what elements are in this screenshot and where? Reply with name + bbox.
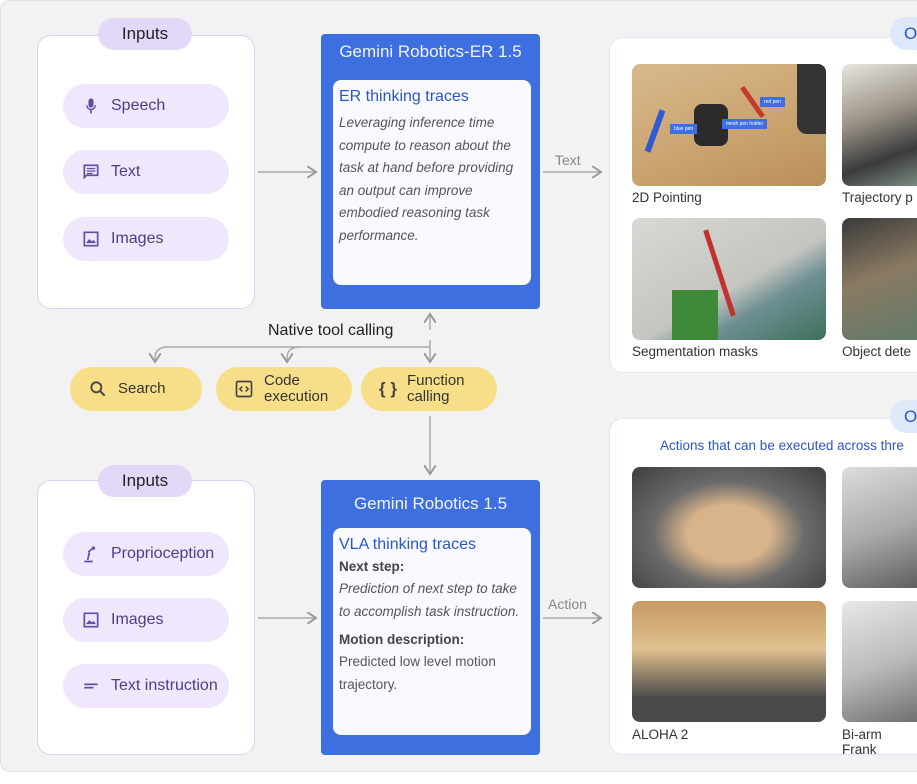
microphone-icon xyxy=(86,98,96,114)
native-tool-calling-label: Native tool calling xyxy=(268,322,394,339)
next-step-text: Prediction of next step to take to accom… xyxy=(339,581,520,619)
vla-model-title: Gemini Robotics 1.5 xyxy=(353,494,508,513)
vla-trace-title: VLA thinking traces xyxy=(339,536,476,553)
input-images-label: Images xyxy=(111,230,164,247)
input-text: Text xyxy=(63,150,229,194)
arrow-to-code xyxy=(287,346,301,362)
top-inputs-label: Inputs xyxy=(98,18,192,50)
er-trace-title: ER thinking traces xyxy=(339,88,469,105)
photo-bi-arm-franka xyxy=(842,601,917,722)
search-icon xyxy=(90,381,106,397)
tool-function-label: Function calling xyxy=(406,372,465,405)
input-proprioception-label: Proprioception xyxy=(111,545,215,562)
vla-model-box: Gemini Robotics 1.5 VLA thinking traces … xyxy=(321,480,540,755)
image-icon xyxy=(83,612,99,628)
caption-object-detection: Object dete xyxy=(842,344,912,359)
caption-segmentation: Segmentation masks xyxy=(632,344,759,359)
input-speech: Speech xyxy=(63,84,229,128)
bottom-inputs-label: Inputs xyxy=(98,465,192,497)
photo-segmentation xyxy=(632,218,826,340)
braces-icon: { } xyxy=(379,379,397,398)
input-images-2: Images xyxy=(63,598,229,642)
text-lines-icon xyxy=(84,683,98,689)
vla-thinking-traces: VLA thinking traces Next step: Predictio… xyxy=(333,528,531,735)
caption-aloha-2: ALOHA 2 xyxy=(632,727,689,742)
action-arrow-label: Action xyxy=(548,596,587,612)
top-outputs-label: O xyxy=(890,17,917,50)
input-images-2-label: Images xyxy=(111,611,164,628)
next-step-label: Next step: xyxy=(339,559,405,574)
er-trace-text: Leveraging inference time compute to rea… xyxy=(339,115,514,243)
photo-aloha-top xyxy=(632,467,826,588)
tool-search[interactable]: Search xyxy=(70,367,202,411)
input-images: Images xyxy=(63,217,229,261)
bottom-outputs-label: O xyxy=(890,400,917,433)
input-speech-label: Speech xyxy=(111,97,166,114)
tag-red-pen: red pen xyxy=(760,97,785,107)
er-thinking-traces: ER thinking traces Leveraging inference … xyxy=(333,80,531,285)
photo-trajectory xyxy=(842,64,917,186)
tool-search-label: Search xyxy=(118,380,166,397)
photo-franka-top xyxy=(842,467,917,588)
robot-arm-icon xyxy=(84,546,96,563)
arrow-to-search xyxy=(155,346,430,362)
tool-code-execution[interactable]: Code execution xyxy=(216,367,352,411)
code-icon xyxy=(235,380,253,398)
tool-code-label: Code execution xyxy=(264,372,329,405)
caption-bi-arm-franka: Bi-arm Frank xyxy=(842,727,882,757)
motion-text: Predicted low level motion trajectory. xyxy=(339,654,496,692)
message-icon xyxy=(83,164,99,180)
tag-blue-pen: blue pen xyxy=(670,124,698,134)
input-proprioception: Proprioception xyxy=(63,532,229,576)
motion-label: Motion description: xyxy=(339,632,465,647)
actions-subtitle: Actions that can be executed across thre xyxy=(660,438,904,453)
text-arrow-label: Text xyxy=(555,152,581,168)
caption-trajectory: Trajectory p xyxy=(842,190,913,205)
tool-function-calling[interactable]: { } Function calling xyxy=(361,367,497,411)
er-model-box: Gemini Robotics-ER 1.5 ER thinking trace… xyxy=(321,34,540,309)
photo-object-detection xyxy=(842,218,917,340)
er-model-title: Gemini Robotics-ER 1.5 xyxy=(339,42,522,61)
tag-mesh-pen-holder: mesh pen holder xyxy=(722,119,768,129)
input-text-label: Text xyxy=(111,163,141,180)
image-icon xyxy=(83,231,99,247)
caption-2d-pointing: 2D Pointing xyxy=(632,190,702,205)
input-text-instruction-label: Text instruction xyxy=(111,677,218,694)
photo-aloha-2 xyxy=(632,601,826,722)
input-text-instruction: Text instruction xyxy=(63,664,229,708)
photo-2d-pointing: blue pen mesh pen holder red pen xyxy=(632,64,826,186)
